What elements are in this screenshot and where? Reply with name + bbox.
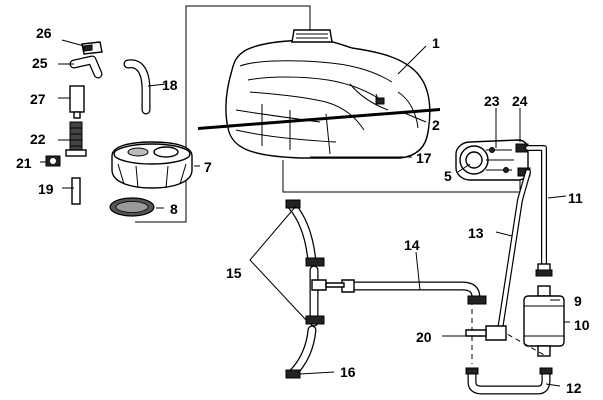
assembly-frame (135, 5, 521, 223)
cap-gasket (109, 197, 155, 217)
callout-2: 2 (432, 117, 440, 133)
callout-25: 25 (32, 55, 48, 71)
callout-22: 22 (30, 131, 46, 147)
callout-10: 10 (574, 317, 590, 333)
callout-12: 12 (566, 380, 582, 396)
fuel-hoses-right (497, 145, 553, 333)
callout-26: 26 (36, 25, 52, 41)
callout-11: 11 (568, 190, 583, 206)
callout-5: 5 (444, 168, 452, 184)
callout-13: 13 (468, 225, 484, 241)
callout-24: 24 (512, 93, 528, 109)
callouts: 1 2 5 7 8 9 10 11 12 13 14 15 16 17 18 1… (16, 25, 590, 396)
callout-16: 16 (340, 364, 356, 380)
hose-14 (341, 279, 487, 305)
callout-14: 14 (404, 237, 420, 253)
fuel-pump (455, 139, 531, 181)
vent-assembly (45, 41, 151, 205)
tank-strap (198, 108, 440, 130)
callout-17: 17 (416, 150, 432, 166)
hose-loop (465, 367, 553, 395)
t-joint (465, 300, 547, 364)
callout-20: 20 (416, 329, 432, 345)
fuel-cap (111, 141, 193, 189)
fuel-filter (523, 285, 565, 357)
leader-lines (40, 39, 570, 387)
callout-23: 23 (484, 93, 500, 109)
callout-9: 9 (574, 293, 582, 309)
callout-7: 7 (204, 159, 212, 175)
callout-15: 15 (226, 265, 242, 281)
breather-hoses (285, 199, 345, 379)
callout-18: 18 (162, 77, 178, 93)
callout-8: 8 (170, 201, 178, 217)
fuel-tank (225, 29, 431, 159)
callout-27: 27 (30, 91, 46, 107)
callout-21: 21 (16, 155, 32, 171)
callout-19: 19 (38, 181, 54, 197)
callout-1: 1 (432, 35, 440, 51)
